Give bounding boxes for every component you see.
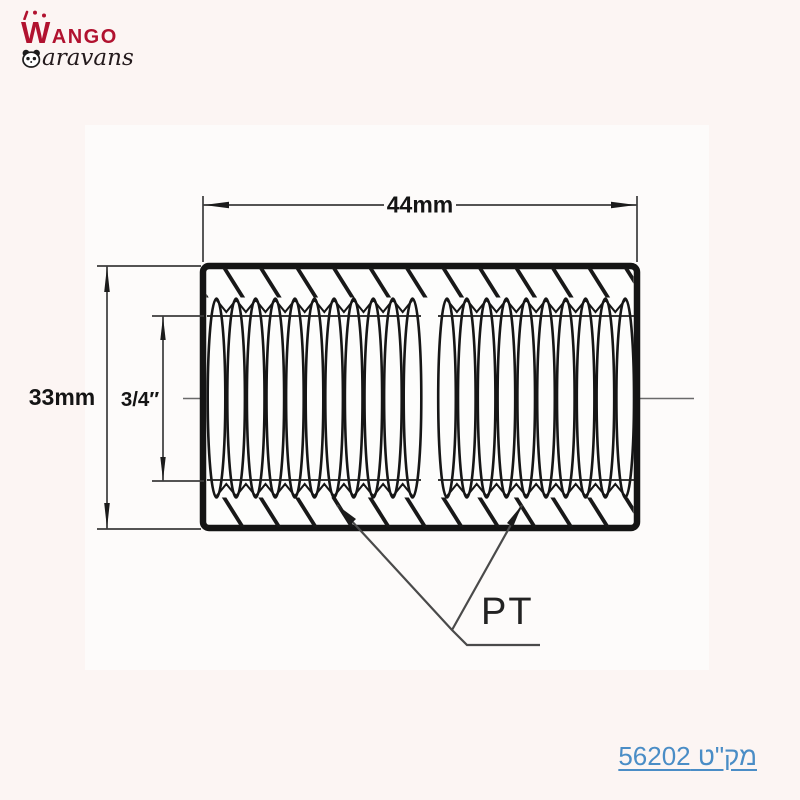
dim-width-arrow-left: [204, 201, 229, 209]
thread-crest: [446, 482, 626, 498]
brand-logo: Wango aravans: [21, 9, 161, 71]
dim-bore-arrow-top: [160, 316, 166, 340]
thread-type-label: PT: [481, 591, 534, 633]
crown-icon: [23, 10, 46, 20]
thread-callout-arrow-right: [507, 505, 522, 527]
brand-name-caravans: aravans: [21, 45, 161, 71]
hatch-line: [440, 497, 464, 527]
dim-height-arrow-top: [104, 266, 110, 292]
dim-width: [202, 196, 638, 262]
hatch-line: [514, 268, 538, 298]
hatch-line: [294, 497, 318, 527]
thread-loop: [206, 297, 227, 499]
dim-height-label: 33mm: [29, 384, 95, 410]
hatch-line: [404, 497, 428, 527]
hatch-top: [206, 268, 634, 298]
hatch-line: [550, 497, 574, 527]
dim-bore-label: 3/4′′: [121, 388, 159, 411]
hatch-line: [623, 497, 634, 514]
dim-height-arrow-bottom: [104, 503, 110, 529]
hatch-line: [367, 497, 391, 527]
dim-height: [97, 265, 201, 530]
hatch-line: [331, 268, 355, 298]
hatch-line: [586, 497, 610, 527]
panda-icon: [22, 49, 41, 68]
hatch-line: [477, 268, 501, 298]
thread-crest: [446, 298, 626, 314]
dim-bore: [152, 315, 204, 482]
hatch-line: [222, 268, 246, 298]
brand-name-wango: Wango: [21, 9, 161, 54]
hatch-line: [258, 268, 282, 298]
hatch-line: [404, 268, 428, 298]
sku-link[interactable]: מק"ט 56202: [618, 741, 757, 771]
thread-loop: [615, 297, 636, 499]
thread-callout-arrow-left: [337, 505, 356, 525]
thread-crest: [215, 482, 414, 498]
hatch-line: [550, 268, 574, 298]
hatch-line: [295, 268, 319, 298]
brand-name-caravans-text: aravans: [42, 45, 134, 71]
hatch-line: [477, 497, 501, 527]
thread-loop: [436, 297, 458, 499]
thread-loop: [402, 297, 423, 499]
hatch-line: [221, 497, 245, 527]
hatch-line: [368, 268, 392, 298]
dim-width-label: 44mm: [387, 192, 453, 218]
hatch-line: [513, 497, 537, 527]
hatch-line: [587, 268, 611, 298]
dim-bore-arrow-bottom: [160, 457, 166, 481]
hatch-line: [623, 268, 634, 284]
thread-callout-leader: [336, 504, 540, 647]
left-thread-section: [206, 297, 423, 499]
dim-width-arrow-right: [611, 201, 636, 209]
thread-root-lines: [207, 315, 634, 481]
hatch-line: [258, 497, 282, 527]
right-thread-section: [436, 297, 636, 499]
thread-crest: [215, 298, 414, 314]
hatch-line: [441, 268, 465, 298]
